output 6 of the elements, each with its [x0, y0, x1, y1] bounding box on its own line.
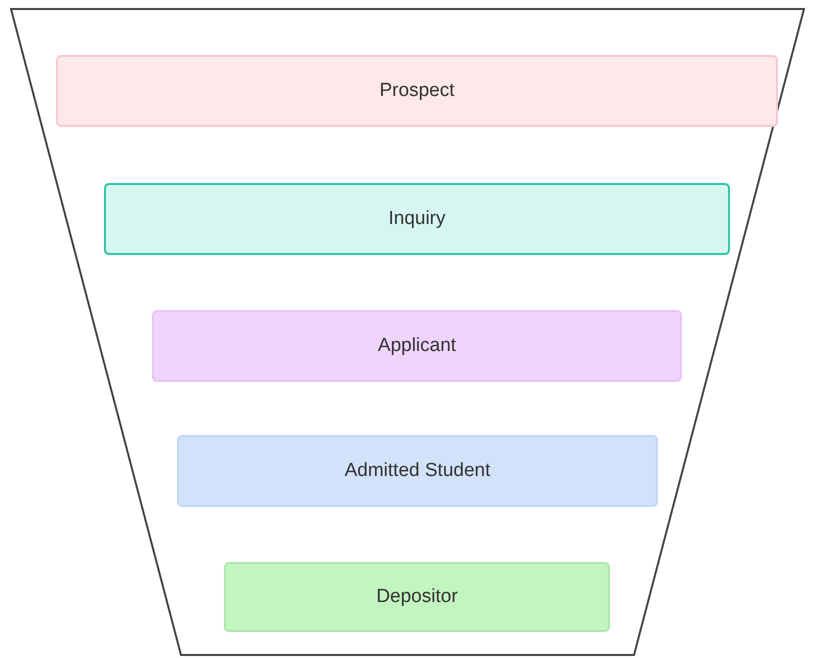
stage-box: Inquiry	[104, 183, 730, 255]
stage-box: Applicant	[152, 310, 682, 382]
funnel-outline	[10, 8, 805, 656]
stage-box: Depositor	[224, 562, 610, 632]
stage-box: Prospect	[56, 55, 778, 127]
stage-box: Admitted Student	[177, 435, 658, 507]
